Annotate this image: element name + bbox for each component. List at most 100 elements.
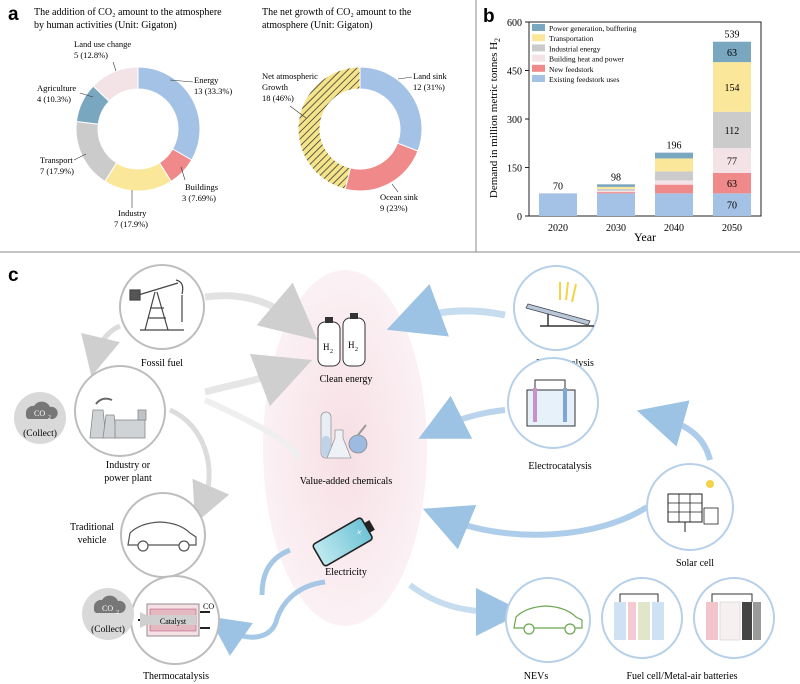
- cloud-icon-bottom: CO 2: [93, 595, 126, 616]
- bar-total-label: 98: [611, 172, 621, 183]
- label-electricity: Electricity: [325, 567, 367, 578]
- leader-netgrowth: [289, 105, 307, 119]
- x-axis-title: Year: [634, 230, 656, 244]
- donut2-title-line2: atmosphere (Unit: Gigaton): [262, 20, 373, 31]
- arrow-industry-to-center: [204, 353, 313, 407]
- bar-segment-2030-transportation: [597, 186, 635, 189]
- panel-letter-a: a: [8, 4, 19, 25]
- donut-chart-emissions: The addition of CO₂ amount to the atmosp…: [34, 7, 232, 229]
- label-oceansink-name: Ocean sink: [380, 192, 419, 202]
- label-agriculture-name: Agriculture: [37, 83, 76, 93]
- label-landuse-value: 5 (12.8%): [74, 50, 108, 60]
- x-tick-label: 2040: [664, 223, 684, 234]
- diagram-co2-cycle: Fossil fuel CO 2 (Collect) Industry or p…: [14, 264, 775, 682]
- bar-segment-2050-new-feedstork: [713, 172, 751, 194]
- legend-label: Industrial energy: [549, 44, 601, 53]
- bar-segment-2030-new-feedstork: [597, 192, 635, 194]
- catalyst-reactor-icon: [138, 603, 210, 637]
- co2-sub-top: 2: [48, 415, 51, 421]
- leader-transport: [73, 153, 87, 161]
- collect-label-top: (Collect): [23, 428, 57, 439]
- donut1-title-line2: by human activities (Unit: Gigaton): [34, 20, 177, 31]
- arrow-fossil-to-industry: [81, 323, 122, 377]
- panel-letter-c: c: [8, 265, 19, 286]
- arrow-photo-to-center: [386, 284, 506, 337]
- legend-swatch: [532, 75, 545, 82]
- collect-label-bottom: (Collect): [91, 624, 125, 635]
- arrow-electro-to-center: [418, 395, 506, 439]
- label-buildings-value: 3 (7.69%): [182, 193, 216, 203]
- legend-label: Building heat and power: [549, 55, 624, 64]
- node-industry: [74, 365, 166, 457]
- solar-panel-icon: [667, 480, 719, 532]
- label-landsink-value: 12 (31%): [413, 82, 445, 92]
- label-landsink-name: Land sink: [413, 71, 448, 81]
- leader-oceansink: [391, 183, 399, 193]
- legend-label: New feedstork: [549, 65, 594, 74]
- arrow-solar-to-electro: [636, 400, 713, 461]
- bar-segment-2020-existing-feedstork-uses: [539, 193, 577, 216]
- flask-icon: [320, 411, 368, 459]
- h2-text-1: H: [323, 342, 330, 352]
- photocatalysis-panel-icon: [525, 281, 594, 327]
- battery-icon: +: [312, 517, 375, 567]
- label-industry-line1: Industry or: [106, 460, 151, 471]
- arrow-center-to-nev: [408, 582, 524, 636]
- y-tick-label: 450: [507, 67, 522, 78]
- y-tick-label: 600: [507, 18, 522, 29]
- y-tick-label: 0: [517, 212, 522, 223]
- slice-net-atmospheric-growth: [297, 66, 361, 190]
- factory-icon: [89, 397, 147, 439]
- label-electrocatalysis: Electrocatalysis: [528, 461, 591, 472]
- legend-label: Transportation: [549, 34, 594, 43]
- bar-segment-label: 63: [727, 48, 737, 59]
- donut2-title-line1: The net growth of CO₂ amount to the: [262, 7, 412, 18]
- slice-land-use-change: [92, 66, 139, 102]
- bar-total-label: 196: [667, 141, 682, 152]
- leader-landsink: [397, 76, 413, 80]
- label-nevs: NEVs: [524, 671, 549, 682]
- label-transport-name: Transport: [40, 155, 73, 165]
- bar-segment-2030-existing-feedstork-uses: [597, 193, 635, 216]
- bar-total-label: 539: [725, 30, 740, 41]
- bar-segment-2040-building-heat-and-power: [655, 180, 693, 185]
- arrow-fossil-to-center: [204, 282, 318, 341]
- label-netgrowth-name-1: Net atmospheric: [262, 71, 318, 81]
- bar-segment-label: 112: [725, 126, 740, 137]
- leader-buildings: [180, 166, 186, 181]
- label-industry-line2: power plant: [104, 473, 152, 484]
- h2-text-2: H: [348, 340, 355, 350]
- cloud-icon: CO 2: [25, 401, 58, 421]
- legend-label: Power generation, bufftering: [549, 24, 637, 33]
- ev-car-icon: [513, 605, 583, 635]
- node-photocatalysis: [513, 265, 599, 351]
- legend-swatch: [532, 64, 545, 72]
- slice-ocean-sink: [344, 142, 419, 192]
- bar-segment-2030-building-heat-and-power: [597, 190, 635, 193]
- slice-industry: [104, 162, 172, 192]
- metal-air-battery-icon: [706, 593, 761, 641]
- bar-segment-label: 77: [727, 157, 737, 168]
- label-fossil-fuel: Fossil fuel: [141, 358, 183, 369]
- flow-industry-faint: [203, 397, 303, 460]
- bar-segment-2030-industrial-energy: [597, 188, 635, 191]
- bar-segment-2050-existing-feedstork-uses: [713, 193, 751, 216]
- arrow-electricity-to-thermo: [208, 579, 326, 656]
- arrow-industry-to-vehicle: [168, 407, 230, 524]
- label-netgrowth-name-2: Growth: [262, 82, 289, 92]
- label-netgrowth-value: 18 (46%): [262, 93, 294, 103]
- legend-swatch: [532, 54, 545, 62]
- y-tick-label: 150: [507, 164, 522, 175]
- h2-sub-2: 2: [355, 347, 358, 353]
- label-value-added-chemicals: Value-added chemicals: [300, 476, 393, 487]
- slice-transport: [75, 120, 118, 183]
- label-clean-energy: Clean energy: [320, 374, 373, 385]
- label-fuel-cell: Fuel cell/Metal-air batteries: [626, 671, 737, 682]
- label-buildings-name: Buildings: [185, 182, 218, 192]
- bar-segment-2050-power-generation-bufftering: [713, 41, 751, 63]
- node-fossil-fuel: [119, 264, 205, 350]
- label-energy-name: Energy: [194, 75, 219, 85]
- co2-text-bottom: CO: [102, 604, 113, 613]
- leader-energy: [169, 79, 194, 83]
